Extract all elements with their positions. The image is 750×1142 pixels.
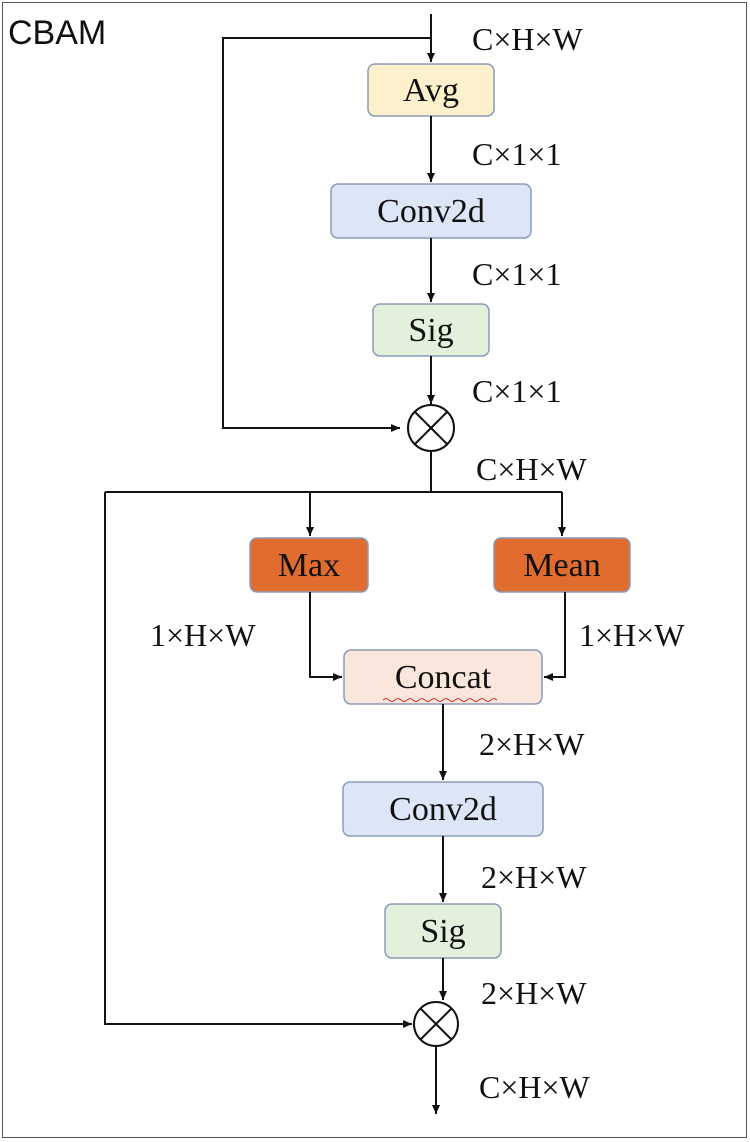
dim-after-sig-2: 2×H×W bbox=[481, 975, 587, 1011]
skip-connection-1 bbox=[222, 37, 431, 432]
mean-node: Mean bbox=[493, 537, 631, 593]
dim-after-conv-1: C×1×1 bbox=[472, 256, 561, 292]
avg-node: Avg bbox=[367, 63, 495, 117]
sig-label-1: Sig bbox=[408, 312, 453, 349]
conv2d-label-1: Conv2d bbox=[377, 193, 485, 230]
diagram-title: CBAM bbox=[8, 14, 107, 52]
dim-input: C×H×W bbox=[472, 21, 584, 57]
spellcheck-underline bbox=[382, 698, 498, 702]
avg-label: Avg bbox=[403, 72, 459, 109]
mean-label: Mean bbox=[523, 547, 600, 584]
multiply-icon-1 bbox=[407, 404, 455, 452]
dim-after-avg: C×1×1 bbox=[472, 136, 561, 172]
dim-after-max: 1×H×W bbox=[150, 617, 256, 653]
concat-label: Concat bbox=[395, 659, 492, 696]
conv2d-node-2: Conv2d bbox=[342, 781, 544, 837]
dim-after-multiply-1: C×H×W bbox=[476, 451, 588, 487]
mean-to-concat-arrow bbox=[544, 592, 566, 681]
conv2d-node-1: Conv2d bbox=[330, 183, 532, 239]
conv2d-label-2: Conv2d bbox=[389, 791, 497, 828]
sig-label-2: Sig bbox=[420, 913, 465, 950]
concat-node: Concat bbox=[343, 649, 543, 705]
multiply-icon-2 bbox=[413, 1001, 459, 1047]
dim-after-mean: 1×H×W bbox=[579, 617, 685, 653]
sig-node-2: Sig bbox=[384, 903, 502, 959]
dim-after-concat: 2×H×W bbox=[479, 726, 585, 762]
dim-after-sig-1: C×1×1 bbox=[472, 373, 561, 409]
max-to-concat-arrow bbox=[309, 592, 342, 681]
max-label: Max bbox=[278, 547, 340, 584]
skip-connection-2 bbox=[104, 492, 412, 1028]
dim-output: C×H×W bbox=[479, 1069, 591, 1105]
dim-after-conv-2: 2×H×W bbox=[481, 859, 587, 895]
max-node: Max bbox=[249, 537, 369, 593]
sig-node-1: Sig bbox=[372, 303, 490, 357]
